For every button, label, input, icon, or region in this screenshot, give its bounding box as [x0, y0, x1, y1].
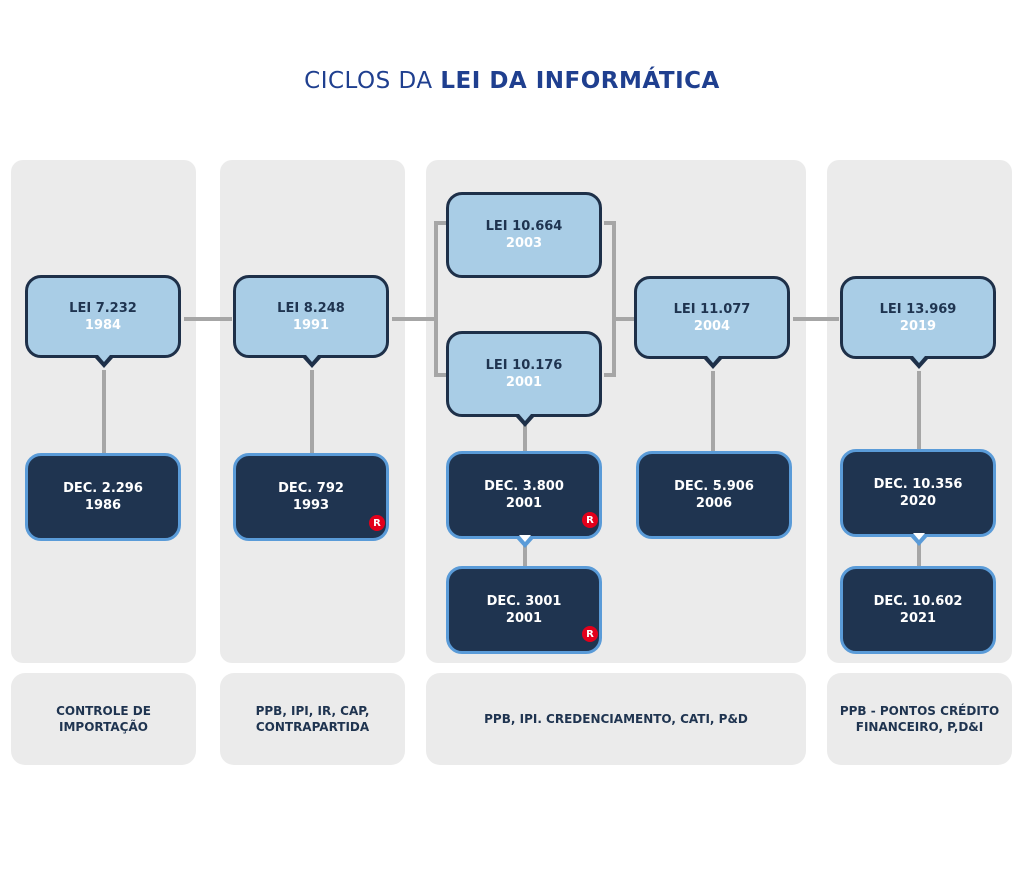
dec-year: 2021	[899, 611, 937, 626]
lei-year: 2001	[505, 375, 543, 390]
dec-box: DEC. 10.356 2020	[840, 449, 996, 537]
pointer-icon	[516, 414, 534, 427]
connector	[523, 546, 527, 567]
connector	[604, 373, 614, 377]
connector	[917, 371, 921, 450]
pointer-icon	[303, 355, 321, 368]
dec-name: DEC. 3.800	[484, 479, 564, 494]
lei-year: 1991	[292, 317, 330, 333]
cycle-footer: PPB, IPI, IR, CAP, CONTRAPARTIDA	[220, 673, 405, 765]
dec-year: 2020	[899, 494, 937, 509]
connector	[612, 221, 616, 377]
lei-name: LEI 13.969	[879, 301, 957, 317]
connector	[102, 370, 106, 454]
footer-line: CONTRAPARTIDA	[255, 720, 370, 734]
lei-name: LEI 7.232	[69, 300, 137, 316]
lei-year: 2004	[693, 318, 731, 334]
cycle-footer: PPB - PONTOS CRÉDITO FINANCEIRO, P,D&I	[827, 673, 1012, 765]
dec-box: DEC. 792 1993	[233, 453, 389, 541]
dec-name: DEC. 3001	[486, 594, 562, 609]
dec-year: 2001	[505, 496, 543, 511]
lei-year: 2003	[505, 236, 543, 251]
pointer-icon	[910, 356, 928, 369]
lei-year: 2019	[899, 318, 937, 334]
dec-year: 1993	[292, 498, 330, 513]
connector	[392, 317, 436, 321]
footer-line: PPB - PONTOS CRÉDITO	[839, 704, 1000, 718]
dec-name: DEC. 10.356	[873, 477, 963, 492]
lei-name: LEI 11.077	[673, 301, 751, 317]
connector	[310, 370, 314, 454]
connector	[434, 221, 446, 225]
connector	[917, 544, 921, 567]
connector	[434, 221, 438, 377]
lei-box: LEI 10.176 2001	[446, 331, 602, 417]
dec-name: DEC. 5.906	[674, 479, 754, 494]
dec-name: DEC. 792	[278, 481, 344, 496]
lei-name: LEI 10.176	[485, 358, 563, 373]
connector	[434, 373, 446, 377]
footer-line: PPB, IPI. CREDENCIAMENTO, CATI, P&D	[484, 712, 748, 726]
pointer-icon	[95, 355, 113, 368]
diagram-title: CICLOS DA LEI DA INFORMÁTICA	[0, 68, 1024, 94]
pointer-icon	[704, 356, 722, 369]
dec-box: DEC. 3001 2001	[446, 566, 602, 654]
title-light: CICLOS DA	[304, 68, 441, 94]
connector	[793, 317, 839, 321]
dec-name: DEC. 10.602	[873, 594, 963, 609]
connector	[523, 425, 527, 452]
revoked-badge-icon: R	[582, 512, 598, 528]
lei-name: LEI 8.248	[277, 300, 345, 316]
cycle-footer: PPB, IPI. CREDENCIAMENTO, CATI, P&D	[426, 673, 806, 765]
footer-line: CONTROLE DE	[56, 704, 151, 718]
dec-box: DEC. 3.800 2001	[446, 451, 602, 539]
dec-box: DEC. 5.906 2006	[636, 451, 792, 539]
lei-name: LEI 10.664	[485, 219, 563, 234]
lei-year: 1984	[84, 317, 122, 333]
pointer-icon	[516, 535, 534, 548]
lei-box: LEI 10.664 2003	[446, 192, 602, 278]
connector	[711, 371, 715, 452]
connector	[614, 317, 634, 321]
dec-year: 2001	[505, 611, 543, 626]
pointer-icon	[910, 533, 928, 546]
connector	[604, 221, 614, 225]
footer-line: FINANCEIRO, P,D&I	[855, 720, 984, 734]
cycle-footer: CONTROLE DE IMPORTAÇÃO	[11, 673, 196, 765]
connector	[184, 317, 232, 321]
dec-box: DEC. 10.602 2021	[840, 566, 996, 654]
dec-name: DEC. 2.296	[63, 481, 143, 496]
dec-year: 2006	[695, 496, 733, 511]
revoked-badge-icon: R	[582, 626, 598, 642]
footer-line: PPB, IPI, IR, CAP,	[255, 704, 370, 718]
title-bold: LEI DA INFORMÁTICA	[440, 68, 720, 94]
revoked-badge-icon: R	[369, 515, 385, 531]
dec-year: 1986	[84, 498, 122, 513]
dec-box: DEC. 2.296 1986	[25, 453, 181, 541]
footer-line: IMPORTAÇÃO	[59, 720, 148, 734]
